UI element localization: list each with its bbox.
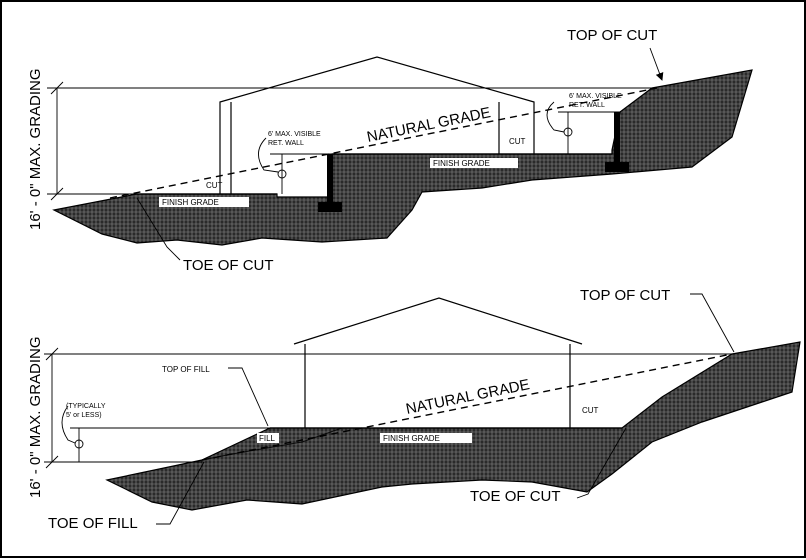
typical-note-2: 5' or LESS): [66, 412, 102, 419]
bottom-finish-grade-label: FINISH GRADE: [383, 434, 440, 443]
bottom-house-roof: [293, 297, 583, 345]
top-section: TOP OF CUT TOE OF CUT NATURAL GRADE FINI…: [27, 27, 753, 274]
top-finish-grade-right-label: FINISH GRADE: [433, 159, 490, 168]
top-cut-right-label: CUT: [509, 137, 526, 146]
bottom-top-of-cut-label: TOP OF CUT: [580, 287, 670, 304]
bottom-top-of-cut-leader: [690, 293, 735, 353]
bottom-natural-grade-label: NATURAL GRADE: [404, 376, 531, 418]
bottom-section: TOP OF CUT TOE OF CUT TOE OF FILL TOP OF…: [27, 287, 801, 532]
top-max-grading-label: 16' - 0" MAX. GRADING: [27, 68, 44, 230]
toe-of-cut-leader: [136, 197, 181, 261]
top-ground-profile: [52, 69, 753, 246]
bottom-ground-profile: [105, 341, 801, 511]
top-wall-note-right-1: 6' MAX. VISIBLE: [569, 93, 622, 100]
top-natural-grade-label: NATURAL GRADE: [365, 104, 492, 146]
top-wall-note-left-1: 6' MAX. VISIBLE: [268, 131, 321, 138]
top-of-fill-leader: [228, 367, 269, 427]
top-wall-note-left-2: RET. WALL: [268, 140, 304, 147]
top-wall-note-right-2: RET. WALL: [569, 102, 605, 109]
top-of-cut-label: TOP OF CUT: [567, 27, 657, 44]
top-of-fill-label: TOP OF FILL: [162, 365, 210, 374]
top-wall-footing-left: [318, 202, 342, 212]
top-house-outline: [219, 56, 535, 194]
top-of-cut-leader: [649, 47, 664, 81]
bottom-natural-grade-line: [201, 353, 733, 461]
bottom-toe-of-cut-leader: [576, 427, 627, 499]
top-finish-grade-left-label: FINISH GRADE: [162, 198, 219, 207]
bottom-toe-of-cut-label: TOE OF CUT: [470, 488, 561, 505]
bottom-fill-label: FILL: [259, 434, 276, 443]
top-retaining-wall-left: [327, 154, 333, 202]
bottom-cut-label: CUT: [582, 406, 599, 415]
toe-of-fill-label: TOE OF FILL: [48, 515, 138, 532]
toe-of-cut-label: TOE OF CUT: [183, 257, 274, 274]
top-retaining-wall-right: [614, 112, 620, 164]
typical-note-1: (TYPICALLY: [66, 403, 106, 410]
top-wall-footing-right: [605, 162, 629, 172]
top-cut-left-label: CUT: [206, 181, 223, 190]
toe-of-fill-leader: [156, 461, 205, 525]
bottom-max-grading-label: 16' - 0" MAX. GRADING: [27, 336, 44, 498]
top-natural-grade-line: [109, 87, 658, 199]
